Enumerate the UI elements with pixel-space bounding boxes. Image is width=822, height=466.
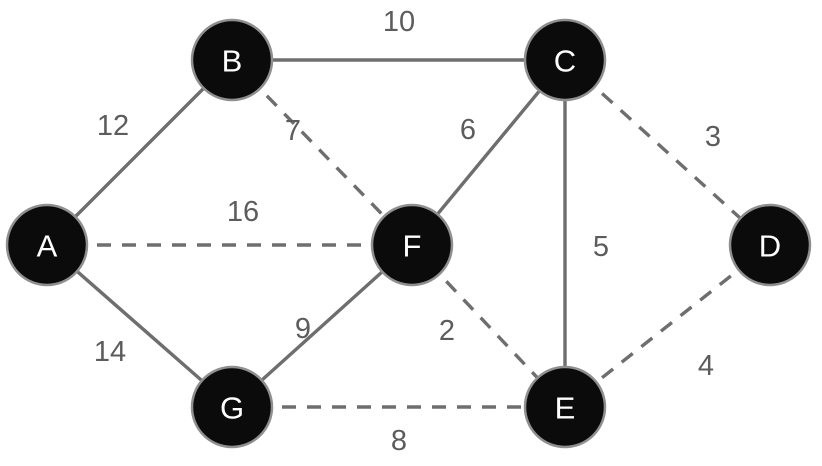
edge-A-B bbox=[45, 58, 234, 247]
node-E: E bbox=[523, 365, 607, 449]
edge-weight-A-F: 16 bbox=[227, 196, 259, 228]
node-label-E: E bbox=[555, 391, 576, 426]
node-label-C: C bbox=[554, 44, 576, 79]
node-label-A: A bbox=[37, 229, 58, 264]
node-B: B bbox=[190, 18, 274, 102]
node-C: C bbox=[523, 18, 607, 102]
edge-weight-B-C: 10 bbox=[383, 6, 415, 38]
node-label-F: F bbox=[403, 229, 422, 264]
edge-weight-F-G: 9 bbox=[295, 313, 311, 345]
edge-B-F bbox=[230, 58, 414, 247]
edge-weight-D-E: 4 bbox=[698, 350, 714, 382]
node-F: F bbox=[370, 203, 454, 287]
edge-D-E bbox=[563, 243, 772, 409]
edge-weight-B-F: 7 bbox=[285, 115, 301, 147]
node-circle-G bbox=[190, 365, 274, 449]
edge-weight-C-E: 5 bbox=[593, 231, 609, 263]
node-label-B: B bbox=[222, 44, 243, 79]
node-label-D: D bbox=[759, 229, 781, 264]
edge-weight-A-B: 12 bbox=[97, 110, 129, 142]
node-label-G: G bbox=[220, 391, 244, 426]
edge-weight-C-D: 3 bbox=[705, 121, 721, 153]
node-circle-A bbox=[5, 203, 89, 287]
node-A: A bbox=[5, 203, 89, 287]
node-circle-F bbox=[370, 203, 454, 287]
node-circle-D bbox=[728, 203, 812, 287]
node-G: G bbox=[190, 365, 274, 449]
edge-weight-A-G: 14 bbox=[94, 336, 126, 368]
node-circle-B bbox=[190, 18, 274, 102]
edge-weight-C-F: 6 bbox=[460, 114, 476, 146]
node-circle-E bbox=[523, 365, 607, 449]
edge-weight-G-E: 8 bbox=[391, 425, 407, 457]
node-D: D bbox=[728, 203, 812, 287]
edge-weight-F-E: 2 bbox=[439, 315, 455, 347]
edge-C-D bbox=[563, 58, 772, 247]
node-circle-C bbox=[523, 18, 607, 102]
